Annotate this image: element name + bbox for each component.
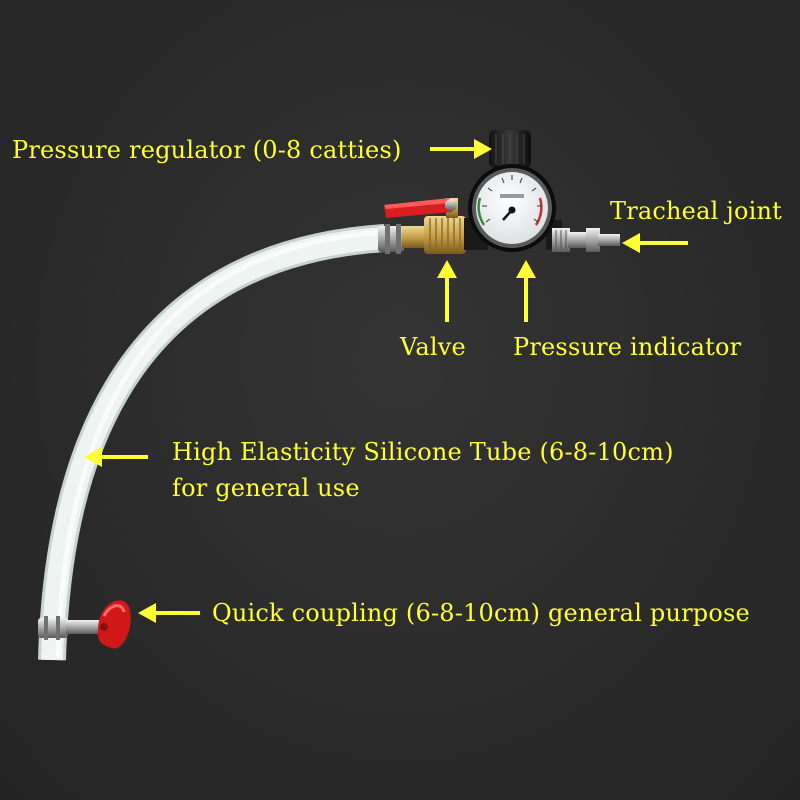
label-pressure-regulator: Pressure regulator (0-8 catties): [12, 136, 402, 164]
label-tracheal-joint: Tracheal joint: [610, 197, 782, 225]
label-tube-line2: for general use: [172, 474, 360, 502]
quick-coupling-handle: [97, 600, 131, 649]
arrow-to-valve: [437, 260, 457, 322]
hose-clamp-top: [378, 224, 404, 254]
annotation-arrows: [84, 139, 688, 623]
arrow-to-regulator: [430, 139, 492, 159]
label-tube-line1: High Elasticity Silicone Tube (6-8-10cm): [172, 438, 674, 466]
label-quick-coupling: Quick coupling (6-8-10cm) general purpos…: [212, 599, 750, 627]
arrow-to-tube: [84, 447, 148, 467]
arrow-to-gauge: [516, 260, 536, 322]
label-pressure-indicator: Pressure indicator: [513, 333, 742, 361]
arrow-to-tracheal-joint: [622, 233, 688, 253]
pressure-gauge: [468, 164, 556, 252]
hose-clamp-bottom: [38, 616, 102, 640]
valve-handle: [384, 198, 457, 218]
arrow-to-quick-coupling: [138, 603, 200, 623]
label-valve: Valve: [400, 333, 466, 361]
tracheal-joint-fitting: [552, 228, 620, 252]
silicone-tube: [38, 224, 386, 661]
valve-body: [402, 198, 466, 254]
